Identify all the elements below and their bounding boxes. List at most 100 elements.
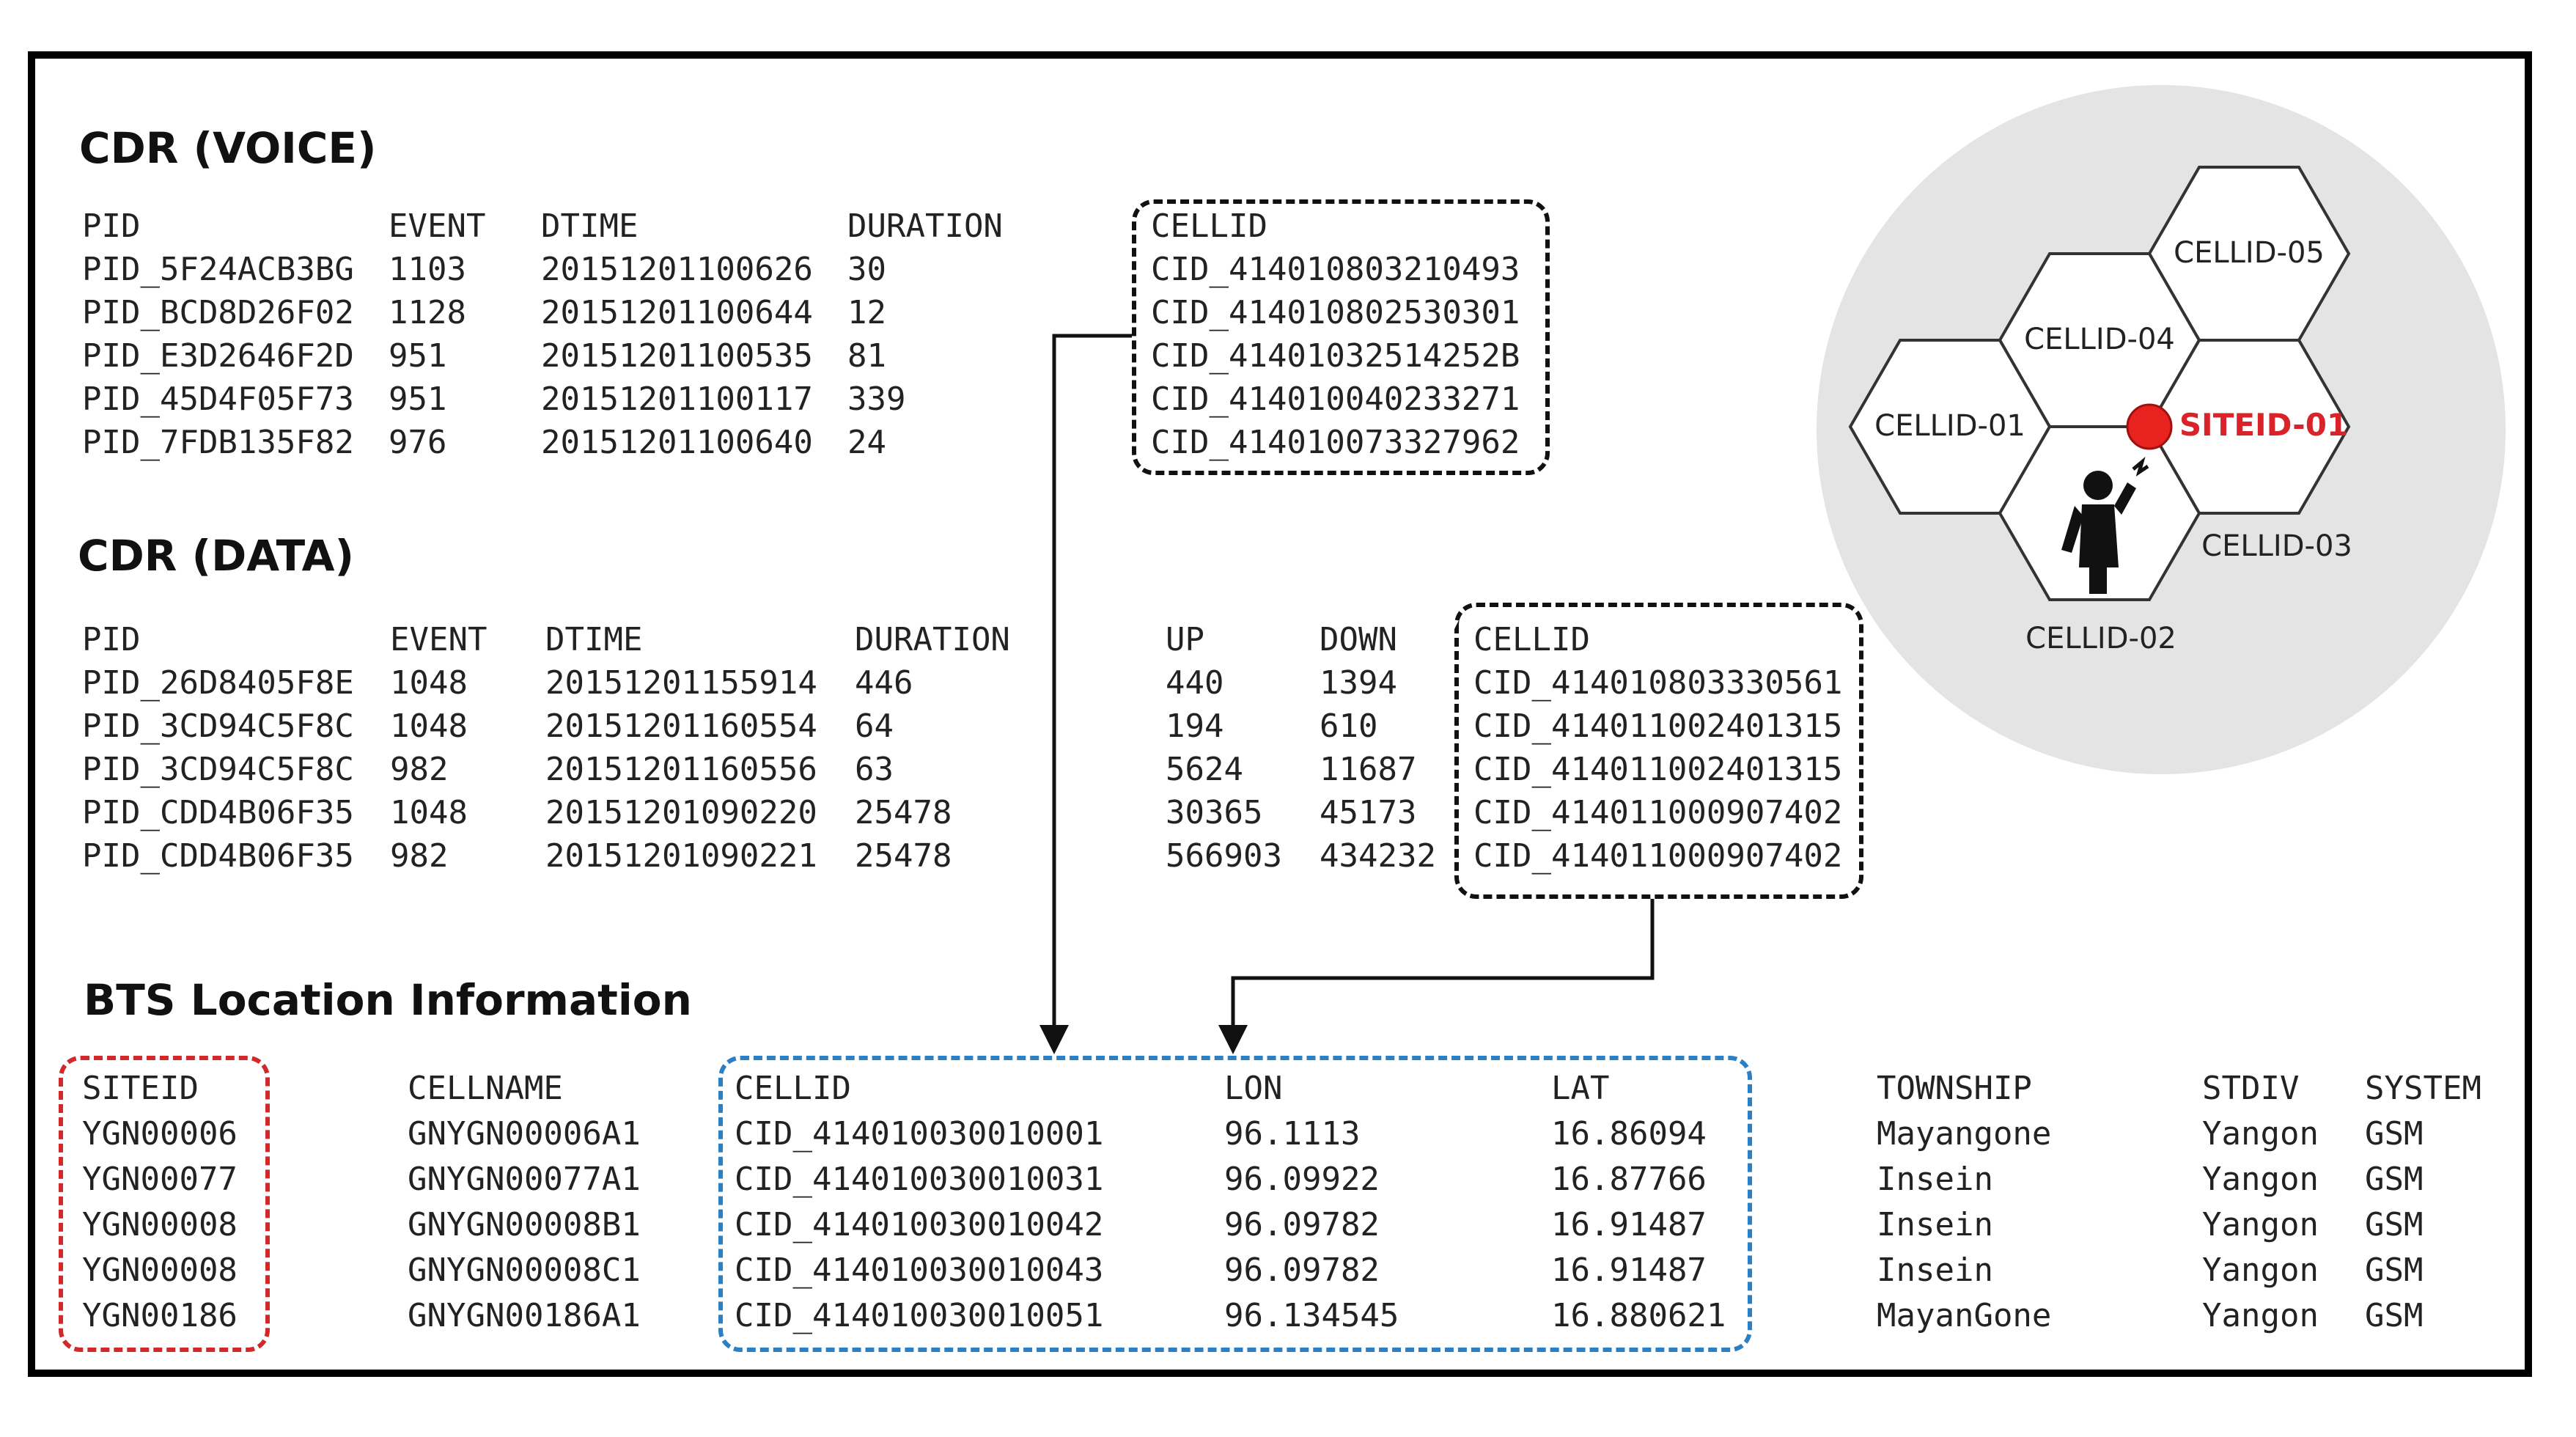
label-cellid-01: CELLID-01 [1874, 409, 2025, 443]
voice-cell: CID_414010040233271 [1151, 381, 1520, 418]
cellid-blue-dashed-box [718, 1056, 1752, 1352]
bts-header-lat: LAT [1551, 1070, 1610, 1107]
data-cell: 20151201090220 [545, 794, 817, 831]
data-to-bts-arrowhead [1218, 1025, 1248, 1054]
voice-header-event: EVENT [389, 207, 486, 245]
bts-cell: 96.09782 [1224, 1206, 1380, 1243]
voice-cell: PID_5F24ACB3BG [82, 251, 354, 288]
bts-cell: YGN00008 [82, 1252, 238, 1289]
data-to-bts-arrow [1231, 899, 1655, 1025]
data-cell: PID_3CD94C5F8C [82, 751, 354, 788]
bts-cell: 96.09922 [1224, 1161, 1380, 1198]
voice-header-pid: PID [82, 207, 141, 245]
data-cell: 434232 [1320, 837, 1436, 875]
data-cell: CID_414011002401315 [1473, 708, 1843, 745]
voice-cell: 12 [847, 294, 886, 331]
bts-cell: CID_414010030010042 [735, 1206, 1104, 1243]
bts-cell: Insein [1877, 1206, 1993, 1243]
data-cell: 1048 [390, 794, 468, 831]
data-cell: PID_CDD4B06F35 [82, 794, 354, 831]
bts-cell: GSM [2365, 1252, 2424, 1289]
voice-cell: 81 [847, 337, 886, 375]
label-cellid-04: CELLID-04 [2024, 323, 2175, 356]
data-cell: PID_3CD94C5F8C [82, 708, 354, 745]
voice-header-dtime: DTIME [541, 207, 639, 245]
bts-cell: CID_414010030010031 [735, 1161, 1104, 1198]
data-cell: PID_26D8405F8E [82, 664, 354, 702]
data-header-up: UP [1166, 621, 1204, 658]
voice-cell: PID_E3D2646F2D [82, 337, 354, 375]
label-siteid-01: SITEID-01 [2179, 407, 2348, 443]
voice-cell: CID_414010803210493 [1151, 251, 1520, 288]
bts-cell: CID_414010030010051 [735, 1297, 1104, 1334]
voice-cell: 339 [847, 381, 906, 418]
bts-cell: GSM [2365, 1297, 2424, 1334]
data-cell: 20151201160556 [545, 751, 817, 788]
data-cell: 30365 [1166, 794, 1263, 831]
bts-cell: GSM [2365, 1115, 2424, 1153]
data-cell: 25478 [855, 794, 952, 831]
bts-cell: Mayangone [1877, 1115, 2052, 1153]
outer-frame [28, 51, 2532, 1377]
data-cell: 566903 [1166, 837, 1282, 875]
data-cell: 194 [1166, 708, 1224, 745]
bts-cell: YGN00077 [82, 1161, 238, 1198]
bts-cell: Yangon [2202, 1115, 2319, 1153]
voice-to-bts-arrowhead [1039, 1025, 1069, 1054]
voice-cellid-dashed-box [1132, 199, 1550, 475]
data-cell: 610 [1320, 708, 1378, 745]
bts-cell: CID_414010030010043 [735, 1252, 1104, 1289]
bts-cell: YGN00008 [82, 1206, 238, 1243]
data-cell: 1048 [390, 664, 468, 702]
bts-cell: Yangon [2202, 1206, 2319, 1243]
voice-to-bts-arrow [1052, 334, 1132, 1025]
voice-cell: 20151201100626 [541, 251, 813, 288]
bts-cell: Yangon [2202, 1161, 2319, 1198]
bts-header-cellid: CELLID [735, 1070, 851, 1107]
bts-cell: MayanGone [1877, 1297, 2052, 1334]
bts-cell: Insein [1877, 1252, 1993, 1289]
data-cell: 11687 [1320, 751, 1417, 788]
bts-cell: 16.880621 [1551, 1297, 1726, 1334]
data-cell: 1394 [1320, 664, 1397, 702]
bts-cell: 16.86094 [1551, 1115, 1707, 1153]
bts-cell: GNYGN00186A1 [408, 1297, 641, 1334]
data-cell: 25478 [855, 837, 952, 875]
bts-cell: GNYGN00008B1 [408, 1206, 641, 1243]
voice-cell: CID_414010802530301 [1151, 294, 1520, 331]
data-header-pid: PID [82, 621, 141, 658]
voice-header-cellid: CELLID [1151, 207, 1267, 245]
voice-cell: 20151201100640 [541, 424, 813, 461]
data-cell: 20151201155914 [545, 664, 817, 702]
voice-cell: 20151201100644 [541, 294, 813, 331]
bts-header-township: TOWNSHIP [1877, 1070, 2032, 1107]
data-cell: 20151201160554 [545, 708, 817, 745]
cell-coverage-diagram: CELLID-05 CELLID-04 CELLID-01 SITEID-01 … [1817, 85, 2506, 774]
data-header-duration: DURATION [855, 621, 1010, 658]
data-cell: 20151201090221 [545, 837, 817, 875]
data-header-down: DOWN [1320, 621, 1397, 658]
data-cell: 45173 [1320, 794, 1417, 831]
data-cell: 5624 [1166, 751, 1243, 788]
bts-cell: YGN00186 [82, 1297, 238, 1334]
data-cell: 63 [855, 751, 894, 788]
bts-header-lon: LON [1224, 1070, 1283, 1107]
bts-title: BTS Location Information [84, 975, 692, 1025]
bts-cell: 16.91487 [1551, 1252, 1707, 1289]
bts-cell: 96.09782 [1224, 1252, 1380, 1289]
bts-cell: GNYGN00008C1 [408, 1252, 641, 1289]
bts-cell: Yangon [2202, 1297, 2319, 1334]
bts-cell: 16.87766 [1551, 1161, 1707, 1198]
data-cell: CID_414011000907402 [1473, 837, 1843, 875]
person-on-phone-icon [2061, 456, 2149, 594]
data-cell: 64 [855, 708, 894, 745]
bts-cell: GNYGN00077A1 [408, 1161, 641, 1198]
data-cell: 446 [855, 664, 913, 702]
label-cellid-03: CELLID-03 [2201, 529, 2352, 563]
voice-title: CDR (VOICE) [79, 123, 377, 173]
bts-header-system: SYSTEM [2365, 1070, 2481, 1107]
bts-cell: 96.134545 [1224, 1297, 1399, 1334]
voice-cell: PID_45D4F05F73 [82, 381, 354, 418]
bts-cell: CID_414010030010001 [735, 1115, 1104, 1153]
